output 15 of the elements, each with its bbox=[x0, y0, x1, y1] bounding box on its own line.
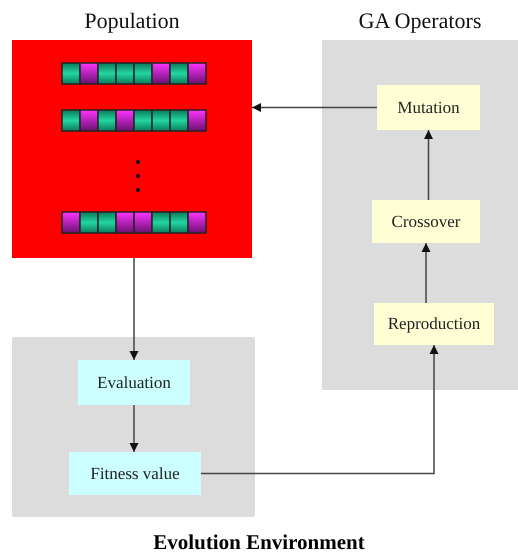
arrow bbox=[130, 405, 138, 452]
arrow bbox=[130, 258, 138, 360]
figure-caption: Evolution Environment bbox=[152, 530, 366, 555]
process-box: Crossover bbox=[372, 200, 480, 243]
process-box: Mutation bbox=[377, 85, 480, 130]
panel-heading: GA Operators bbox=[358, 8, 482, 34]
arrow bbox=[424, 130, 433, 200]
process-box: Reproduction bbox=[374, 303, 494, 345]
arrow bbox=[422, 243, 430, 303]
arrow bbox=[201, 345, 438, 474]
process-box: Evaluation bbox=[78, 360, 190, 405]
panel-heading: Population bbox=[83, 8, 181, 34]
process-box: Fitness value bbox=[69, 452, 201, 495]
arrow bbox=[252, 103, 377, 112]
environment-panel bbox=[12, 337, 255, 517]
